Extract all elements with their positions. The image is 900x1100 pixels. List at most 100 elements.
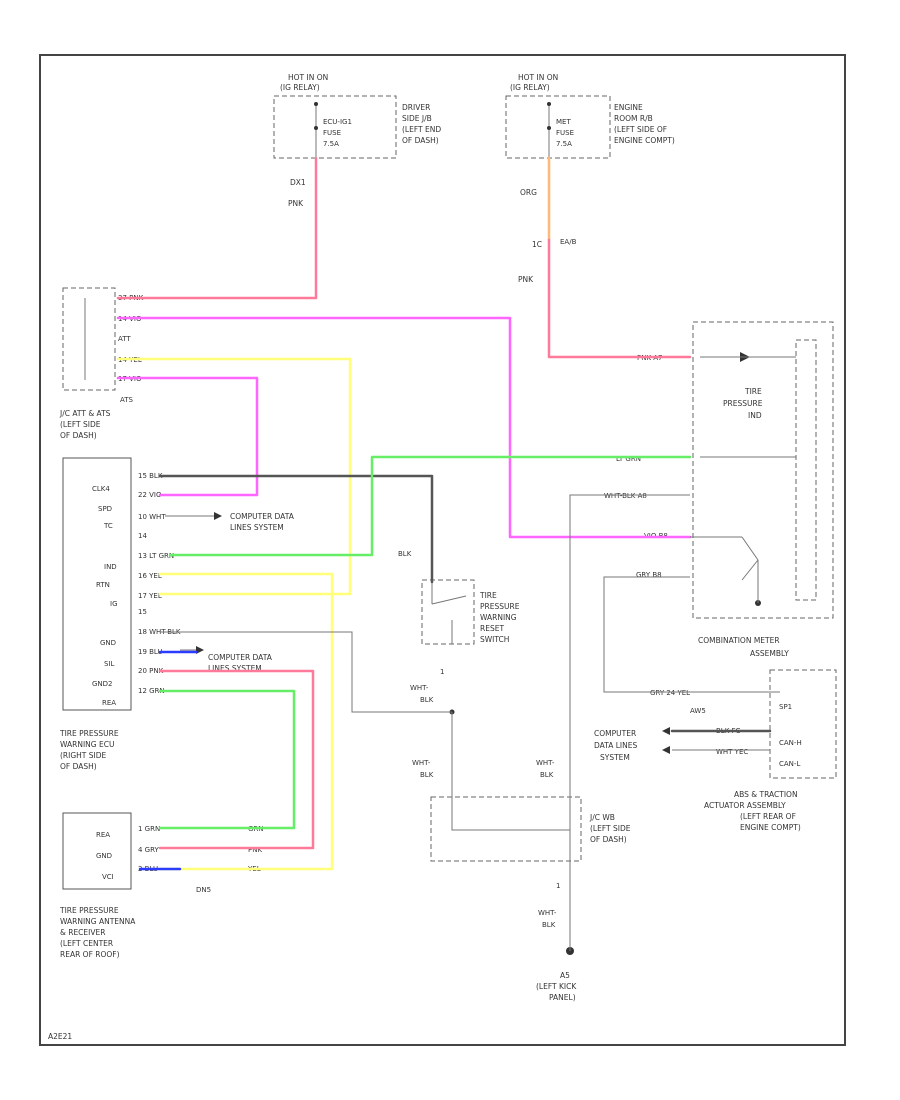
fuse2-line-1: MET [556,118,571,126]
comp1-line-1: COMPUTER DATA [230,512,295,521]
antenna-pin-vci: VCI [102,873,114,881]
antenna-pin-rea: REA [96,831,110,839]
antenna-side: DN5 [196,886,211,894]
fuse2-wire-code: ORG [520,188,537,197]
fuse-ecu-ig1: HOT IN ON (IG RELAY) ECU-IG1 FUSE 7.5A D… [273,73,441,208]
ecu-pin-ind: IND [104,563,117,571]
antenna-label-5: REAR OF ROOF) [60,950,120,959]
reset-switch: BLK TIRE PRESSURE WARNING RESET SWITCH 1… [398,550,520,715]
ecu-pin-rea: REA [102,699,116,707]
abs-label-3: (LEFT REAR OF [740,812,796,821]
meter-box [692,321,834,619]
wire-yellow-antenna [158,572,334,871]
jc-wb-label-2: (LEFT SIDE [590,824,631,833]
switch-bottom-wire-2: BLK [420,696,434,704]
ecu-box [62,457,132,711]
meter-ind-3: IND [748,411,762,420]
comp2-line-2: LINES SYSTEM [208,664,262,673]
tire-pressure-ecu: CLK4 SPD TC IND RTN IG GND SIL GND2 REA … [59,457,181,771]
fuse2-line-2: FUSE [556,129,574,137]
wire-magenta-ecu [116,376,259,497]
antenna-receiver: REA GND VCI 1 GRN 4 GRY 2 BLU GRN PNK YE… [59,812,264,959]
fuse1-wire-color: PNK [288,199,304,208]
fuse1-box [273,95,397,159]
combination-meter: TIRE PRESSURE IND PNK A7 LT GRN WHT-BLK … [604,321,834,658]
wire-black-switch [158,474,434,584]
wire-meter-abs [603,576,780,693]
abs-label-4: ENGINE COMPT) [740,823,801,832]
antenna-label-4: (LEFT CENTER [60,939,113,948]
ecu-pin-spd: SPD [98,505,112,513]
switch-label-2: PRESSURE [480,602,520,611]
jc-wb-label-3: OF DASH) [590,835,627,844]
antenna-wire-1: 1 GRN [138,825,160,833]
ground-label-3: PANEL) [549,993,576,1002]
ecu-wire-5: 13 LT GRN [138,552,174,560]
fuse1-loc-4: OF DASH) [402,136,439,145]
abs-label-1: ABS & TRACTION [734,790,798,799]
switch-label-5: SWITCH [480,635,509,644]
ecu-pin-gnd2: GND2 [92,680,113,688]
fuse2-line-3: 7.5A [556,140,572,148]
ecu-wire-2: 22 VIO [138,491,162,499]
computer-data-lines-3: COMPUTER DATA LINES SYSTEM [594,727,670,762]
jc-wb-right-wire-2: BLK [540,771,554,779]
ecu-pin-sil: SIL [104,660,115,668]
jc-att-label-1: J/C ATT & ATS [59,409,111,418]
fuse1-hot-label: HOT IN ON [288,73,328,82]
switch-label-3: WARNING [480,613,517,622]
ecu-wire-1: 15 BLK [138,472,163,480]
antenna-label-1: TIRE PRESSURE [59,906,119,915]
jc-wb-box [430,796,582,862]
ecu-wire-11: 20 PNK [138,667,164,675]
antenna-label-3: & RECEIVER [60,928,105,937]
computer-data-lines-2: COMPUTER DATA LINES SYSTEM [180,646,273,673]
fuse2-loc-4: ENGINE COMPT) [614,136,675,145]
ground-a5: 1 WHT- BLK A5 (LEFT KICK PANEL) [536,882,577,1002]
fuse2-loc-1: ENGINE [614,103,643,112]
ecu-wire-8: 15 [138,608,147,616]
abs-pin-sp1: SP1 [779,703,792,711]
meter-wire-gry: GRY B8 [636,571,662,579]
antenna-pin-gnd: GND [96,852,112,860]
wire-switch-jc [451,712,570,831]
fuse2-loc-3: (LEFT SIDE OF [614,125,667,134]
comp3-line-1: COMPUTER [594,729,636,738]
abs-label-2: ACTUATOR ASSEMBLY [704,801,786,810]
jc-att-label-2: (LEFT SIDE [60,420,101,429]
abs-wire-wht: WHT YEC [716,748,748,756]
jc-att-side: ATS [120,396,134,404]
meter-wire-whtblk: WHT-BLK A8 [604,492,647,500]
jc-wb-label-1: J/C WB [589,813,615,822]
jc-wb-right-wire-1: WHT- [536,759,555,767]
fuse1-line-1: ECU-IG1 [323,118,352,126]
ecu-wire-3: 10 WHT [138,513,166,521]
switch-bottom-pin: 1 [440,668,444,676]
wires [116,156,780,951]
diagram-id: A2E21 [48,1032,72,1041]
wire-green-rea [158,689,296,830]
fuse1-wire-code: DX1 [290,178,306,187]
ecu-pin-ig: IG [110,600,118,608]
ecu-wire-4: 14 [138,532,147,540]
wire-magenta-meter [116,316,692,539]
meter-inner-box [795,339,817,601]
fuse1-loc-1: DRIVER [402,103,430,112]
jc-att-ats: 37 PNK 14 VIO ATT 14 YEL 17 VIO ATS J/C … [59,287,144,440]
jc-att-pin-3: ATT [118,335,131,343]
ecu-label-3: (RIGHT SIDE [60,751,107,760]
fuse2-wire-color: PNK [518,275,534,284]
ecu-wire-10: 19 BLU [138,648,163,656]
fuse2-connector-pin: EA/B [560,238,577,246]
jc-wb: WHT- BLK WHT- BLK J/C WB (LEFT SIDE OF D… [412,759,631,862]
antenna-label-2: WARNING ANTENNA [60,917,136,926]
antenna-wire-2: 4 GRY [138,846,160,854]
abs-wire-gry: GRY 24 YEL [650,689,690,697]
ground-wire-2: BLK [542,921,556,929]
switch-label-1: TIRE [479,591,497,600]
comp1-line-2: LINES SYSTEM [230,523,284,532]
wire-meter-jc [569,494,690,951]
antenna-box [62,812,132,890]
jc-wb-left-wire-2: BLK [420,771,434,779]
